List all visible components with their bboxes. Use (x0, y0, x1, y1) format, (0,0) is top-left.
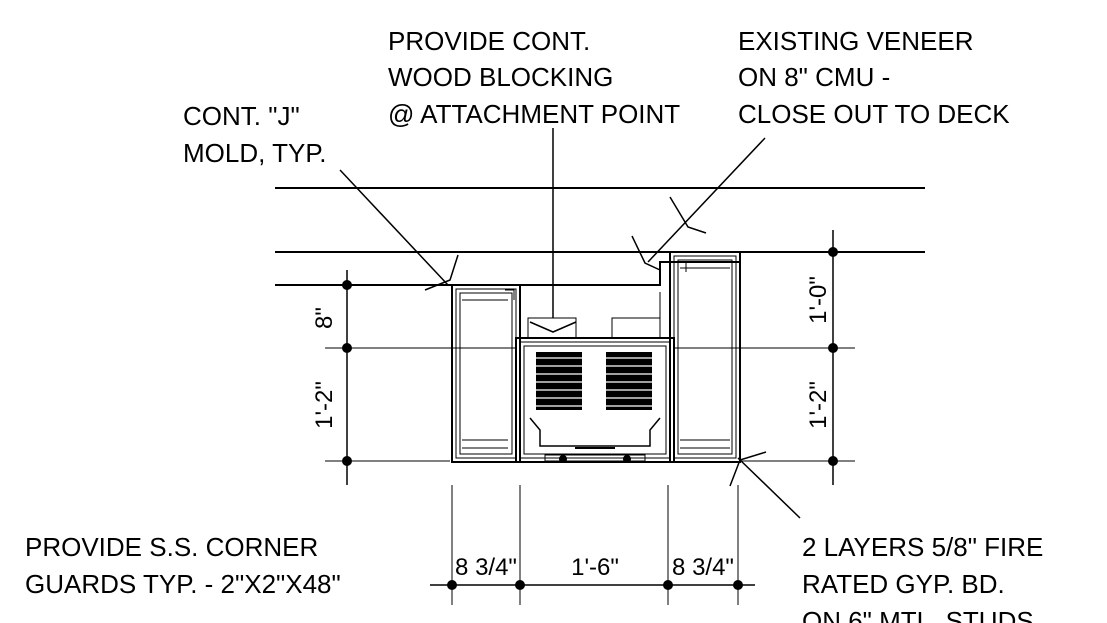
note-existing-veneer-line-2: ON 8" CMU - (738, 62, 890, 92)
dim-bottom-center: 1'-6" (571, 554, 619, 581)
note-existing-veneer-line-1: EXISTING VENEER (738, 26, 974, 56)
dim-bottom-left: 8 3/4" (455, 554, 517, 581)
left-dimension-line (325, 270, 516, 485)
leader-j-mold (339, 169, 459, 291)
dim-bottom-right: 8 3/4" (672, 554, 734, 581)
leader-wood-blocking (529, 128, 577, 333)
note-wood-blocking-line-3: @ ATTACHMENT POINT (388, 99, 680, 129)
dim-right-top: 1'-0" (805, 276, 832, 324)
note-corner-guards-line-2: GUARDS TYP. - 2"X2"X48" (25, 569, 341, 599)
note-j-mold: CONT. "J" MOLD, TYP. (183, 101, 327, 168)
dim-left-top: 8" (311, 307, 338, 329)
center-enclosure (515, 292, 675, 463)
note-gyp-board-line-2: RATED GYP. BD. (802, 569, 1005, 599)
note-wood-blocking: PROVIDE CONT. WOOD BLOCKING @ ATTACHMENT… (388, 26, 680, 129)
right-dimension-line (674, 230, 855, 485)
note-gyp-board-line-3: ON 6" MTL. STUDS (802, 606, 1034, 623)
note-wood-blocking-line-1: PROVIDE CONT. (388, 26, 590, 56)
note-corner-guards-line-1: PROVIDE S.S. CORNER (25, 532, 318, 562)
dim-left-bottom: 1'-2" (311, 381, 338, 429)
note-existing-veneer: EXISTING VENEER ON 8" CMU - CLOSE OUT TO… (738, 26, 1010, 129)
note-existing-veneer-line-3: CLOSE OUT TO DECK (738, 99, 1010, 129)
note-gyp-board-line-1: 2 LAYERS 5/8" FIRE (802, 532, 1043, 562)
note-j-mold-line-2: MOLD, TYP. (183, 138, 327, 168)
bottom-tray (529, 417, 661, 463)
bottom-dimension-line (430, 485, 755, 605)
note-wood-blocking-line-2: WOOD BLOCKING (388, 62, 613, 92)
leader-gyp-board (729, 451, 801, 519)
cable-bundle-right (606, 352, 652, 410)
left-enclosure-leg (451, 284, 521, 463)
cable-bundle-left (536, 352, 582, 410)
dim-right-bottom: 1'-2" (805, 381, 832, 429)
note-corner-guards: PROVIDE S.S. CORNER GUARDS TYP. - 2"X2"X… (25, 532, 341, 599)
leader-existing-veneer (631, 137, 766, 271)
note-gyp-board: 2 LAYERS 5/8" FIRE RATED GYP. BD. ON 6" … (802, 532, 1051, 623)
note-j-mold-line-1: CONT. "J" (183, 101, 300, 131)
right-enclosure-leg (669, 251, 741, 463)
